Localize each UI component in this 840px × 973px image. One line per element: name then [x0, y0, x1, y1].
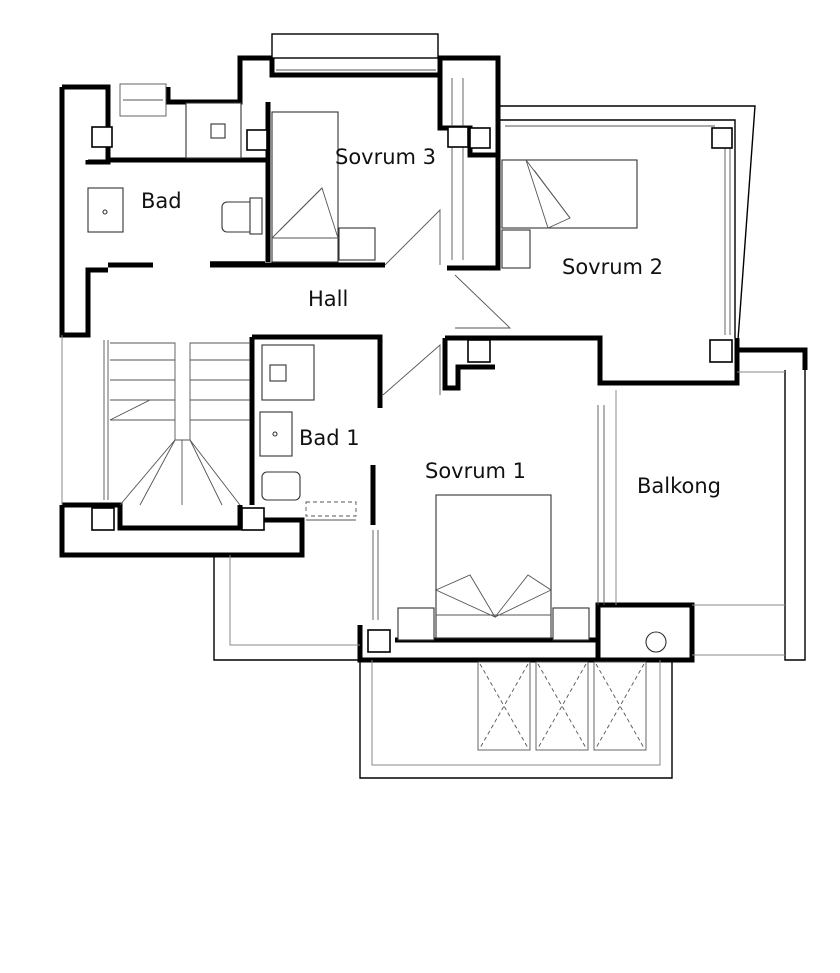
room-label-sovrum-3: Sovrum 3	[335, 145, 436, 169]
room-label-bad: Bad	[141, 189, 182, 213]
room-labels: Bad Sovrum 3 Sovrum 2 Hall Bad 1 Sovrum …	[141, 145, 721, 498]
room-label-bad-1: Bad 1	[299, 426, 360, 450]
room-label-sovrum-1: Sovrum 1	[425, 459, 526, 483]
staircase	[109, 342, 250, 506]
pillars	[91, 126, 733, 653]
room-label-sovrum-2: Sovrum 2	[562, 255, 663, 279]
room-label-hall: Hall	[308, 287, 348, 311]
furniture	[87, 102, 667, 751]
room-label-balkong: Balkong	[637, 474, 721, 498]
doors	[210, 208, 512, 396]
windows-and-glazing	[61, 33, 785, 779]
